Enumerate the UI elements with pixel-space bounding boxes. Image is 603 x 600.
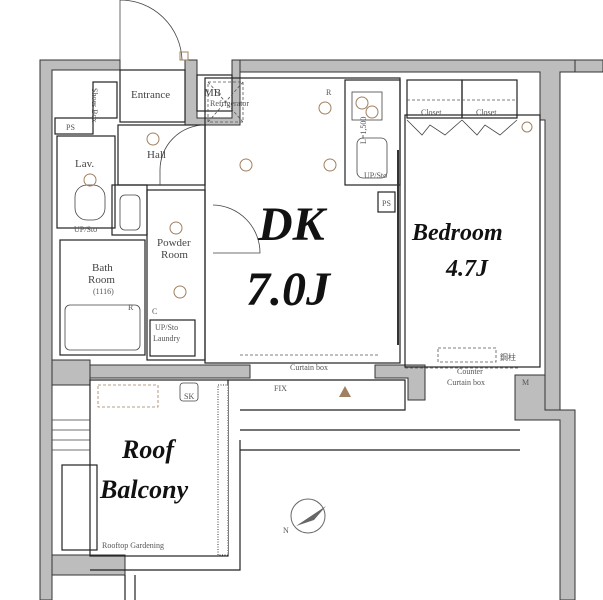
laundry-label: Laundry [153,334,180,343]
column-note: 鋼柱 [500,352,516,362]
refrigerator-label: Refrigerator [210,99,249,108]
entrance-door [119,0,183,61]
shoes-box-label: Shoes Box [90,88,99,122]
entrance-marker-icon [339,386,351,397]
r-mark-2: R [128,303,134,312]
fix-label: FIX [274,384,287,393]
curtain-box-dk-label: Curtain box [290,363,328,372]
entrance-label: Entrance [131,89,170,101]
r-mark-1: R [326,88,332,97]
lav-label: Lav. [75,158,94,170]
rooftop-gardening-label: Rooftop Gardening [102,541,164,550]
powder-room-label-1: Powder [157,237,191,249]
counter-label: Counter [457,367,483,376]
hall-label: Hall [147,149,166,161]
exterior-walls [39,59,603,600]
bath-room-label-2: Room [88,274,115,286]
curtain-box-bedroom-label: Curtain box [447,378,485,387]
compass-north-label: N [283,526,289,535]
bedroom-label: Bedroom [411,220,503,246]
kitchen-length-label: L=1,500 [359,117,368,144]
closets [406,79,518,136]
kitchen-storage-label: UP/Sto [364,171,387,180]
sk-label: SK [184,392,194,401]
powder-room-label-2: Room [161,249,188,261]
balcony-label-2: Balcony [99,475,189,504]
c-mark: C [152,307,157,316]
ps-left-label: PS [66,123,75,132]
m-mark: M [522,378,529,387]
lav-storage-label: UP/Sto [74,225,97,234]
bath-room-label-1: Bath [92,262,113,274]
laundry-storage-label: UP/Sto [155,323,178,332]
mb-label: MB [204,87,221,99]
bedroom-size-label: 4.7J [445,256,489,282]
interior-walls [52,69,541,600]
compass-icon: N [283,498,326,535]
closet-2-label: Closet [476,108,497,117]
closet-1-label: Closet [421,108,442,117]
dk-size-label: 7.0J [246,263,332,316]
ps-right-label: PS [382,199,391,208]
balcony-label-1: Roof [121,435,176,464]
bath-room-size-label: (1116) [93,287,114,296]
fixtures [64,81,533,408]
dk-label: DK [257,198,328,251]
